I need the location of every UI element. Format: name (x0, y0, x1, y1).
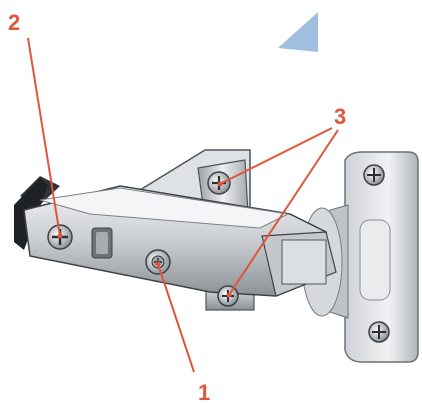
background-accent (278, 12, 318, 52)
callout-dots (57, 181, 232, 298)
callout-line-2 (27, 37, 61, 237)
callout-lines (27, 37, 339, 373)
callout-line-3a (219, 127, 333, 185)
cross-screw-icon-bottom (368, 321, 390, 343)
cross-screw-icon (363, 164, 385, 186)
label-1: 1 (198, 380, 210, 405)
callout-line-3b (228, 129, 339, 296)
label-2: 2 (8, 10, 20, 35)
callout-line-1 (157, 263, 195, 373)
hinge-arm (14, 176, 337, 297)
label-3: 3 (334, 104, 346, 129)
